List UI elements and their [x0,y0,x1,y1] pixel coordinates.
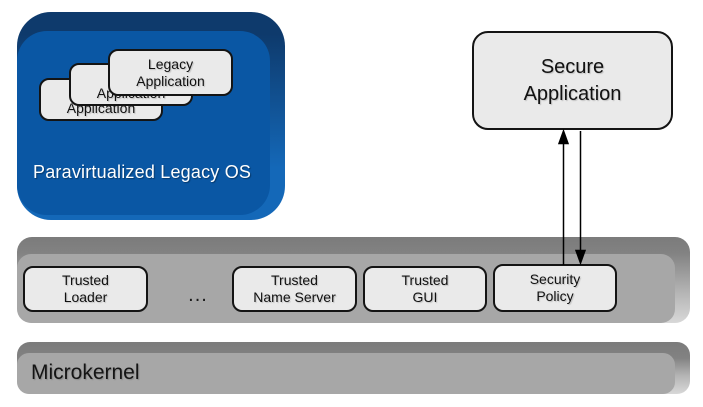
trusted-name-server-box: Trusted Name Server [232,266,357,312]
secure-application-box: Secure Application [472,31,673,130]
trusted-gui-box: Trusted GUI [363,266,487,312]
services-ellipsis: ... [188,284,208,306]
legacy-application-box-front: Legacy Application [108,49,233,96]
microkernel-bar-face [17,353,675,394]
microkernel-bar: Microkernel [17,342,690,394]
security-policy-box: Security Policy [493,264,617,312]
legacy-os-label: Paravirtualized Legacy OS [33,162,252,182]
trusted-loader-box: Trusted Loader [23,266,148,312]
microkernel-label: Microkernel [31,361,140,384]
arrow-up-head [557,128,570,145]
